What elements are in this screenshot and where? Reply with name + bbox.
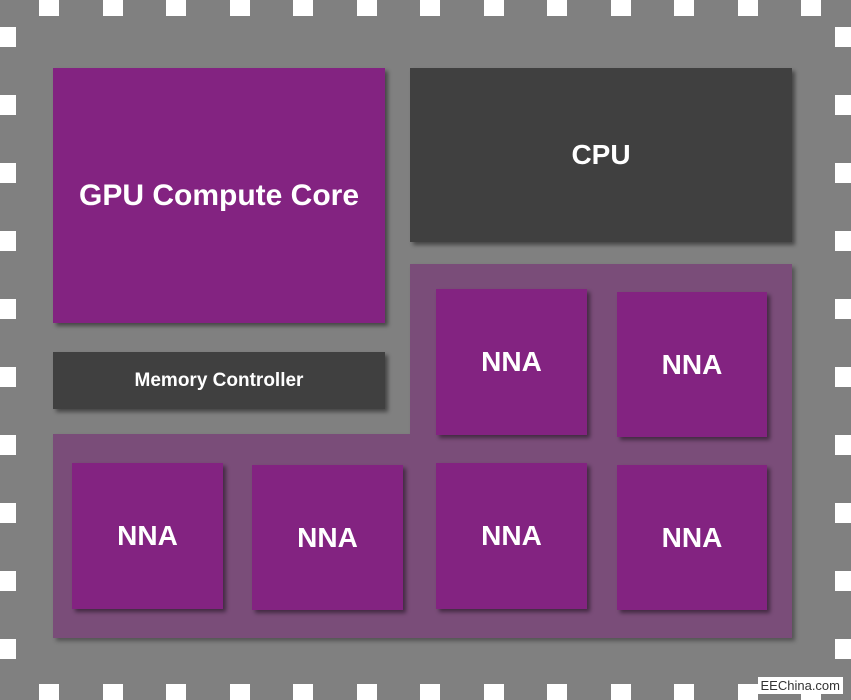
package-pin [39, 0, 59, 16]
package-pin [674, 0, 694, 16]
package-pin [835, 27, 851, 47]
package-pin [738, 0, 758, 16]
package-pin [357, 684, 377, 700]
package-pin [420, 0, 440, 16]
package-pin [0, 367, 16, 387]
package-pin [674, 684, 694, 700]
nna-label: NNA [297, 521, 358, 553]
package-pin [166, 684, 186, 700]
package-pin [738, 684, 758, 700]
package-pin [357, 0, 377, 16]
package-pin [835, 95, 851, 115]
package-pin [0, 163, 16, 183]
nna-block: NNA [72, 463, 223, 609]
package-pin [611, 0, 631, 16]
nna-label: NNA [117, 520, 178, 551]
nna-label: NNA [481, 346, 542, 377]
nna-block: NNA [252, 465, 403, 610]
package-pin [293, 684, 313, 700]
package-pin [0, 571, 16, 591]
package-pin [0, 435, 16, 455]
package-pin [39, 684, 59, 700]
package-pin [484, 684, 504, 700]
nna-block: NNA [436, 463, 587, 609]
memory-controller-label: Memory Controller [134, 369, 304, 391]
gpu-compute-core-label: GPU Compute Core [78, 178, 360, 212]
package-pin [835, 367, 851, 387]
package-pin [103, 0, 123, 16]
package-pin [420, 684, 440, 700]
nna-label: NNA [661, 521, 723, 553]
package-pin [0, 231, 16, 251]
package-pin [835, 231, 851, 251]
package-pin [835, 299, 851, 319]
package-pin [166, 0, 186, 16]
nna-label: NNA [661, 348, 723, 380]
package-pin [293, 0, 313, 16]
package-pin [835, 639, 851, 659]
nna-block: NNA [617, 292, 767, 437]
package-pin [835, 435, 851, 455]
nna-label: NNA [481, 520, 542, 551]
package-pin [230, 0, 250, 16]
memory-controller: Memory Controller [53, 352, 385, 409]
package-pin [0, 503, 16, 523]
package-pin [611, 684, 631, 700]
watermark: EEChina.com [757, 677, 843, 694]
package-pin [547, 684, 567, 700]
package-pin [0, 299, 16, 319]
package-pin [0, 27, 16, 47]
package-pin [547, 0, 567, 16]
package-pin [0, 95, 16, 115]
nna-block: NNA [617, 465, 767, 610]
package-pin [230, 684, 250, 700]
cpu-block: CPU [410, 68, 792, 242]
package-pin [0, 639, 16, 659]
package-pin [835, 163, 851, 183]
gpu-compute-core: GPU Compute Core [53, 68, 385, 323]
package-pin [484, 0, 504, 16]
package-pin [835, 571, 851, 591]
nna-block: NNA [436, 289, 587, 435]
package-pin [801, 0, 821, 16]
cpu-label: CPU [571, 139, 631, 170]
package-pin [103, 684, 123, 700]
package-pin [835, 503, 851, 523]
